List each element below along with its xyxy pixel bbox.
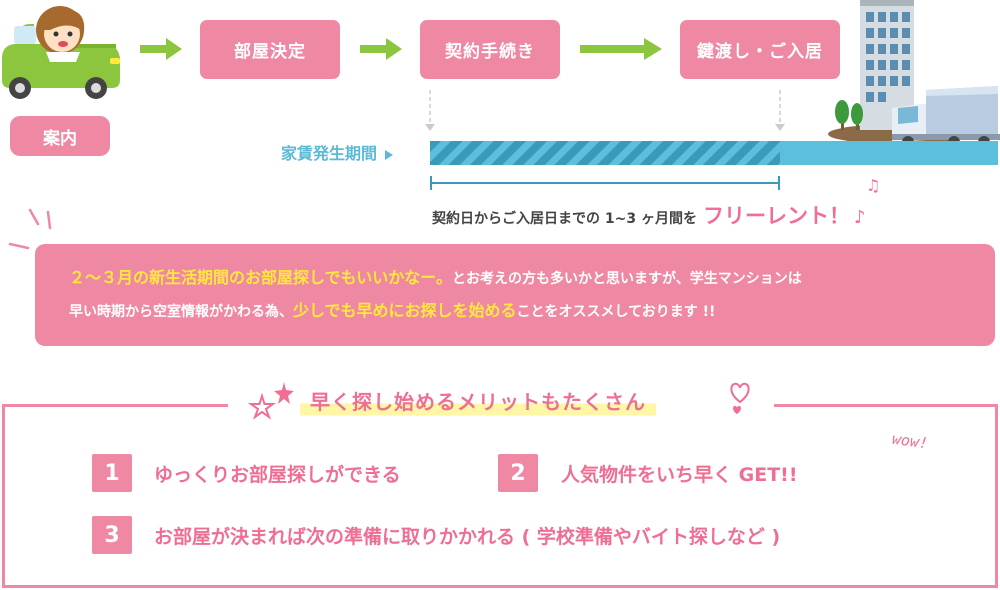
music-note-icon: ♫ — [866, 176, 881, 195]
star-icon — [248, 382, 294, 420]
triangle-right-icon — [385, 149, 394, 160]
arrow-right-icon — [140, 38, 182, 60]
rent-period-label: 家賃発生期間 — [281, 140, 394, 164]
dashed-guide — [775, 90, 785, 131]
free-rent-text: 契約日からご入居日までの 1~3 ヶ月間を — [432, 211, 697, 227]
message-highlight-2: 少しでも早めにお探しを始める — [293, 301, 517, 320]
free-rent-highlight: フリーレント！ — [702, 204, 850, 228]
info-message: ２～３月の新生活期間のお部屋探しでもいいかなー。とお考えの方も多いかと思いますが… — [35, 244, 995, 346]
merits-box — [2, 404, 998, 588]
message-highlight-1: ２～３月の新生活期間のお部屋探しでもいいかなー。 — [69, 268, 453, 287]
period-bracket — [430, 176, 780, 190]
message-text-3: ことをオススメしております !! — [516, 304, 716, 320]
car-with-woman-icon — [2, 6, 120, 99]
truck-icon — [892, 86, 1000, 148]
message-line-1: ２～３月の新生活期間のお部屋探しでもいいかなー。とお考えの方も多いかと思いますが… — [69, 262, 969, 295]
merit-number-2: 2 — [498, 454, 538, 492]
message-text-1: とお考えの方も多いかと思いますが、学生マンションは — [452, 271, 802, 287]
arrow-right-icon — [580, 38, 662, 60]
heart-icon — [730, 382, 750, 414]
music-note-icon: ♪ — [853, 207, 866, 228]
arrow-right-icon — [360, 38, 402, 60]
free-rent-caption: 契約日からご入居日までの 1~3 ヶ月間をフリーレント！♪ — [432, 200, 865, 230]
merit-text-2: 人気物件をいち早く GET!! — [561, 464, 798, 486]
rent-period-text: 家賃発生期間 — [281, 144, 378, 163]
message-text-2: 早い時期から空室情報がかわる為、 — [69, 304, 293, 320]
merit-text-3: お部屋が決まれば次の準備に取りかかれる ( 学校準備やバイト探しなど ) — [154, 526, 781, 548]
tree-icon — [835, 100, 863, 130]
merit-number-1: 1 — [92, 454, 132, 492]
burst-lines-icon — [8, 208, 52, 250]
free-rent-period-bar — [430, 141, 780, 165]
step-room-decision: 部屋決定 — [200, 20, 340, 79]
step-guide-label: 案内 — [10, 116, 110, 156]
building-truck-illustration — [828, 0, 1000, 148]
merits-title: 早く探し始めるメリットもたくさん — [300, 386, 656, 418]
step-key-handover: 鍵渡し・ご入居 — [680, 20, 840, 79]
merit-text-1: ゆっくりお部屋探しができる — [154, 464, 401, 486]
message-line-2: 早い時期から空室情報がかわる為、少しでも早めにお探しを始めることをオススメしてお… — [69, 295, 969, 328]
dashed-guide — [425, 90, 435, 131]
step-contract: 契約手続き — [420, 20, 560, 79]
rent-period-bar — [780, 141, 998, 165]
merit-number-3: 3 — [92, 516, 132, 554]
